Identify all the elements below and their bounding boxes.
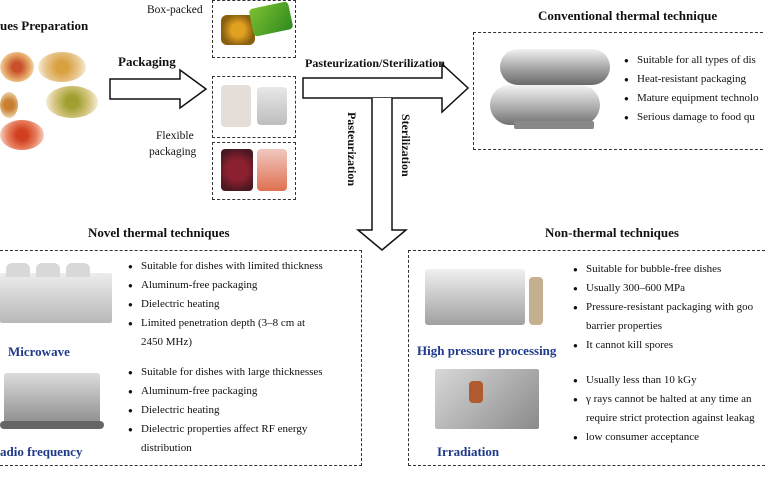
pouch-image <box>221 85 251 127</box>
hpp-bullet: Usually 300–600 MPa <box>573 279 753 298</box>
irradiation-bullet: γ rays cannot be halted at any time an <box>573 390 755 409</box>
sterilization-label: Sterilization <box>399 114 413 177</box>
conventional-title: Conventional thermal technique <box>538 8 718 23</box>
rf-bullet: Dielectric heating <box>128 401 323 420</box>
conventional-bullet: Serious damage to food qu <box>624 108 759 127</box>
conventional-bullet: Heat-resistant packaging <box>624 70 759 89</box>
hpp-bullet-cont: barrier properties <box>586 320 663 332</box>
dish-image <box>46 86 98 118</box>
irradiation-bullet: low consumer acceptance <box>573 428 755 447</box>
hpp-list: Suitable for bubble-free dishes Usually … <box>573 260 753 355</box>
packaging-arrow <box>109 68 208 110</box>
flexible-frame-1 <box>212 76 296 138</box>
past-steril-label: Pasteurization/Sterilization <box>305 56 445 70</box>
microwave-bullet: Limited penetration depth (3–8 cm at <box>128 314 323 333</box>
irradiation-bullet: Usually less than 10 kGy <box>573 371 755 390</box>
conventional-bullet: Mature equipment technolo <box>624 89 759 108</box>
flexible-frame-2 <box>212 142 296 200</box>
microwave-bullet: Dielectric heating <box>128 295 323 314</box>
pouch-image <box>221 149 253 191</box>
hpp-bullet: It cannot kill spores <box>573 336 753 355</box>
nonthermal-title: Non-thermal techniques <box>545 225 679 240</box>
irradiation-list: Usually less than 10 kGy γ rays cannot b… <box>573 371 755 447</box>
rf-bullet: Aluminum-free packaging <box>128 382 323 401</box>
microwave-label: Microwave <box>8 344 70 359</box>
dish-image <box>0 120 44 150</box>
pouch-image <box>257 149 287 191</box>
conventional-list: Suitable for all types of dis Heat-resis… <box>624 51 759 127</box>
pasteurization-label: Pasteurization <box>345 112 359 186</box>
flexible-label-2: packaging <box>149 146 197 158</box>
irradiation-bullet-cont: require strict protection against leakag <box>586 412 755 424</box>
conventional-frame: Suitable for all types of dis Heat-resis… <box>473 32 765 150</box>
rf-bullet: Suitable for dishes with large thickness… <box>128 363 323 382</box>
hpp-label: High pressure processing <box>417 343 557 358</box>
box-lid-image <box>248 1 294 37</box>
microwave-bullet: Suitable for dishes with limited thickne… <box>128 257 323 276</box>
microwave-list: Suitable for dishes with limited thickne… <box>128 257 323 352</box>
flexible-label: Flexible <box>156 130 194 142</box>
rf-label: adio frequency <box>0 444 83 459</box>
hpp-bullet: Pressure-resistant packaging with goo <box>573 298 753 317</box>
nonthermal-frame: High pressure processing Suitable for bu… <box>408 250 765 466</box>
box-packed-label: Box-packed <box>147 4 203 16</box>
microwave-bullet: Aluminum-free packaging <box>128 276 323 295</box>
dish-image <box>38 52 86 82</box>
packaging-label: Packaging <box>118 54 176 69</box>
rf-bullet: Dielectric properties affect RF energy <box>128 420 323 439</box>
box-package-image <box>221 15 255 45</box>
dishes-preparation-title: ues Preparation <box>0 18 89 33</box>
rf-list: Suitable for dishes with large thickness… <box>128 363 323 458</box>
sterilization-arrow <box>302 62 470 114</box>
pouch-image <box>257 87 287 125</box>
conventional-bullet: Suitable for all types of dis <box>624 51 759 70</box>
box-packed-frame <box>212 0 296 58</box>
microwave-bullet-cont: 2450 MHz) <box>141 336 193 348</box>
novel-title: Novel thermal techniques <box>88 225 230 240</box>
dish-image <box>0 92 18 118</box>
pasteurization-arrow <box>355 98 409 251</box>
dish-image <box>0 52 34 82</box>
novel-frame: Microwave Suitable for dishes with limit… <box>0 250 362 466</box>
rf-bullet-cont: distribution <box>141 442 192 454</box>
irradiation-label: Irradiation <box>437 444 500 459</box>
hpp-bullet: Suitable for bubble-free dishes <box>573 260 753 279</box>
